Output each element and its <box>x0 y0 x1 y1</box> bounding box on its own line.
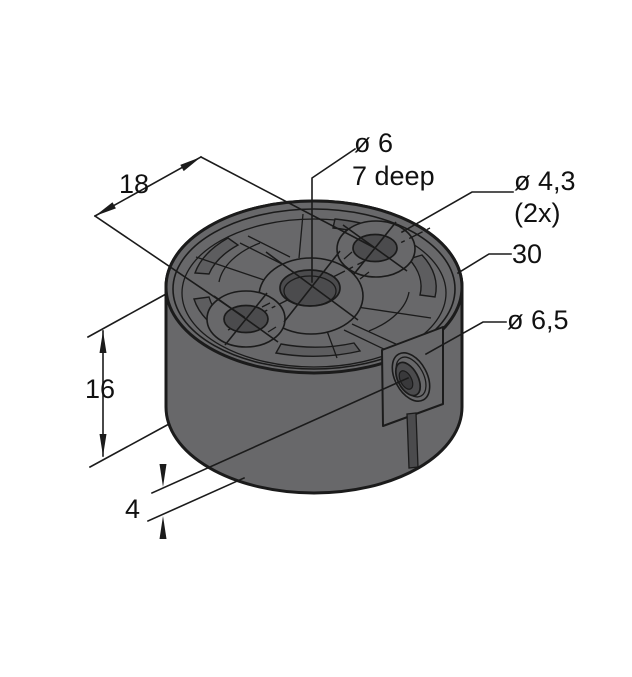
leader-outer-diameter <box>456 253 512 275</box>
dimension-16 <box>86 292 171 469</box>
mount-hole-top <box>342 221 408 275</box>
leader-lines <box>311 147 514 356</box>
mount-holes-count-label: (2x) <box>514 198 561 228</box>
center-hole <box>265 250 359 323</box>
side-pad <box>381 326 444 469</box>
side-hole-diameter-label: ø 6,5 <box>507 305 569 335</box>
face-pocket-lines <box>195 213 432 359</box>
leader-center-hole <box>311 147 357 283</box>
side-groove <box>406 412 419 469</box>
leader-side-hole <box>424 321 507 356</box>
hole-spacing-label: 18 <box>119 169 150 199</box>
mount-holes-diameter-label: ø 4,3 <box>514 166 576 196</box>
side-hole-offset-label: 4 <box>125 494 141 524</box>
outer-diameter-label: 30 <box>512 239 543 269</box>
center-hole-depth-label: 7 deep <box>352 161 435 191</box>
dimension-18 <box>93 155 375 319</box>
dimension-4 <box>146 376 410 539</box>
leader-mount-holes <box>400 191 514 234</box>
center-hole-diameter-label: ø 6 <box>354 128 394 158</box>
height-label: 16 <box>85 374 116 404</box>
